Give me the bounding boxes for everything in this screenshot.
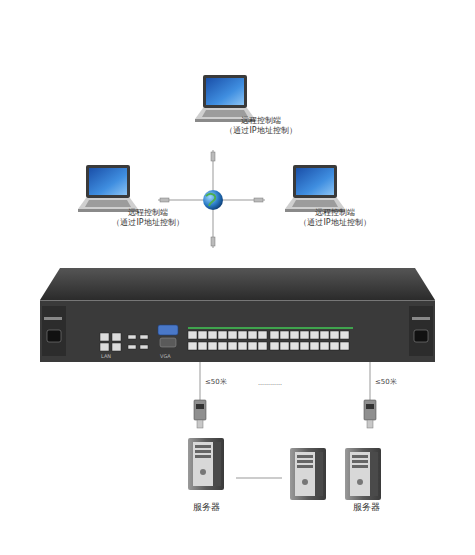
node-subtitle: （通过IP地址控制） — [108, 218, 188, 228]
port-label: VGA — [160, 354, 171, 359]
node-subtitle: （通过IP地址控制） — [295, 218, 375, 228]
cable-length-label: ≤50米 — [375, 379, 397, 386]
node-title: 远程控制端 — [221, 116, 301, 126]
node-caption: 远程控制端（通过IP地址控制） — [221, 116, 301, 137]
remote-console-node: 远程控制端（通过IP地址控制） — [285, 162, 405, 236]
ellipsis-mark: ………… — [258, 380, 282, 386]
remote-console-node: 远程控制端（通过IP地址控制） — [78, 162, 198, 236]
node-caption: 服务器 — [180, 502, 232, 514]
remote-console-node: 远程控制端（通过IP地址控制） — [195, 72, 315, 146]
port-label: LAN — [101, 354, 111, 359]
server-node: 服务器 — [340, 446, 392, 520]
server-node: 服务器 — [180, 436, 232, 520]
cable-length-label: ≤50米 — [205, 379, 227, 386]
node-title: 服务器 — [180, 502, 232, 514]
node-title: 远程控制端 — [295, 208, 375, 218]
node-title: 服务器 — [340, 502, 392, 514]
node-caption: 服务器 — [340, 502, 392, 514]
node-caption: 远程控制端（通过IP地址控制） — [108, 208, 188, 229]
node-subtitle: （通过IP地址控制） — [221, 126, 301, 136]
node-title: 远程控制端 — [108, 208, 188, 218]
node-caption: 远程控制端（通过IP地址控制） — [295, 208, 375, 229]
